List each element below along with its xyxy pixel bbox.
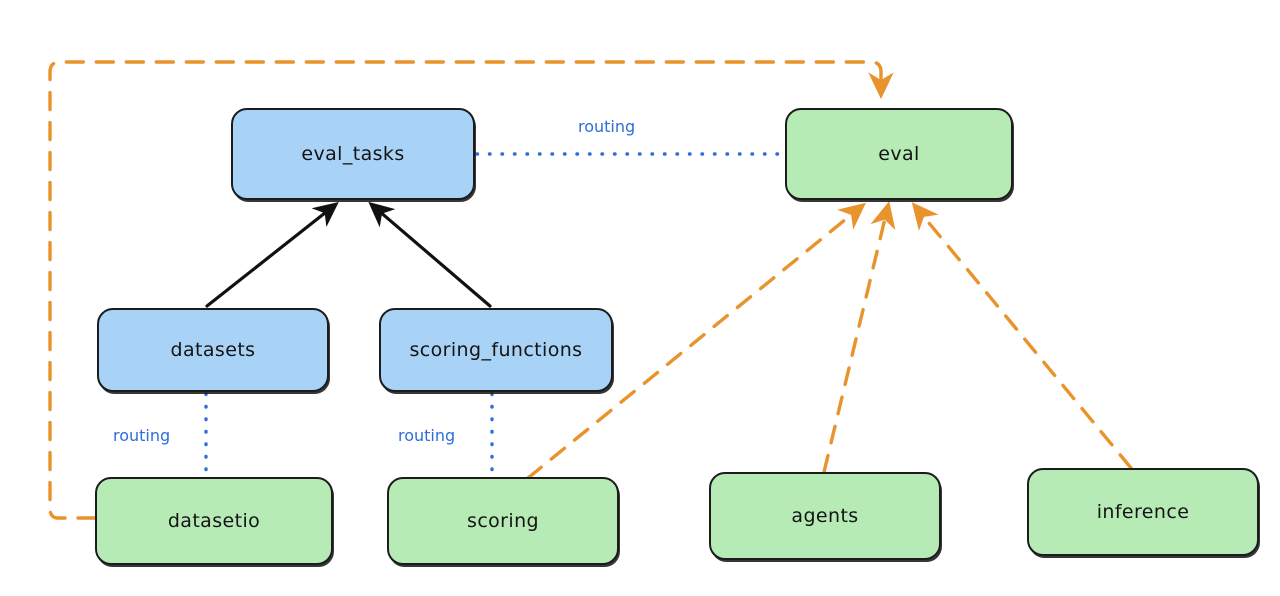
edge-datasetio-to-eval [48,60,894,520]
edge-inference-to-eval [911,202,1133,470]
node-eval[interactable]: eval [785,108,1013,200]
node-label-datasets: datasets [170,339,256,361]
edge-agents-to-eval [822,201,896,474]
edge-label-routing-eval-tasks: routing [578,117,636,136]
node-label-agents: agents [791,505,859,527]
node-label-eval-tasks: eval_tasks [301,143,405,165]
node-label-scoring: scoring [467,510,539,532]
edge-label-routing-datasets: routing [113,426,171,445]
node-agents[interactable]: agents [709,472,941,560]
node-datasets[interactable]: datasets [97,308,329,392]
node-datasetio[interactable]: datasetio [95,477,333,565]
edge-scoring-to-eval [526,202,866,480]
edge-label-routing-scoring-functions: routing [398,426,456,445]
edge-scoring-functions-to-eval-tasks [368,201,492,308]
node-scoring-functions[interactable]: scoring_functions [379,308,613,392]
node-eval-tasks[interactable]: eval_tasks [231,108,475,200]
node-label-eval: eval [878,143,920,165]
node-scoring[interactable]: scoring [387,477,619,565]
edge-datasets-to-eval-tasks [205,202,339,308]
node-label-inference: inference [1096,501,1190,523]
node-label-datasetio: datasetio [167,510,261,532]
node-inference[interactable]: inference [1027,468,1259,556]
node-label-scoring-functions: scoring_functions [409,339,583,361]
